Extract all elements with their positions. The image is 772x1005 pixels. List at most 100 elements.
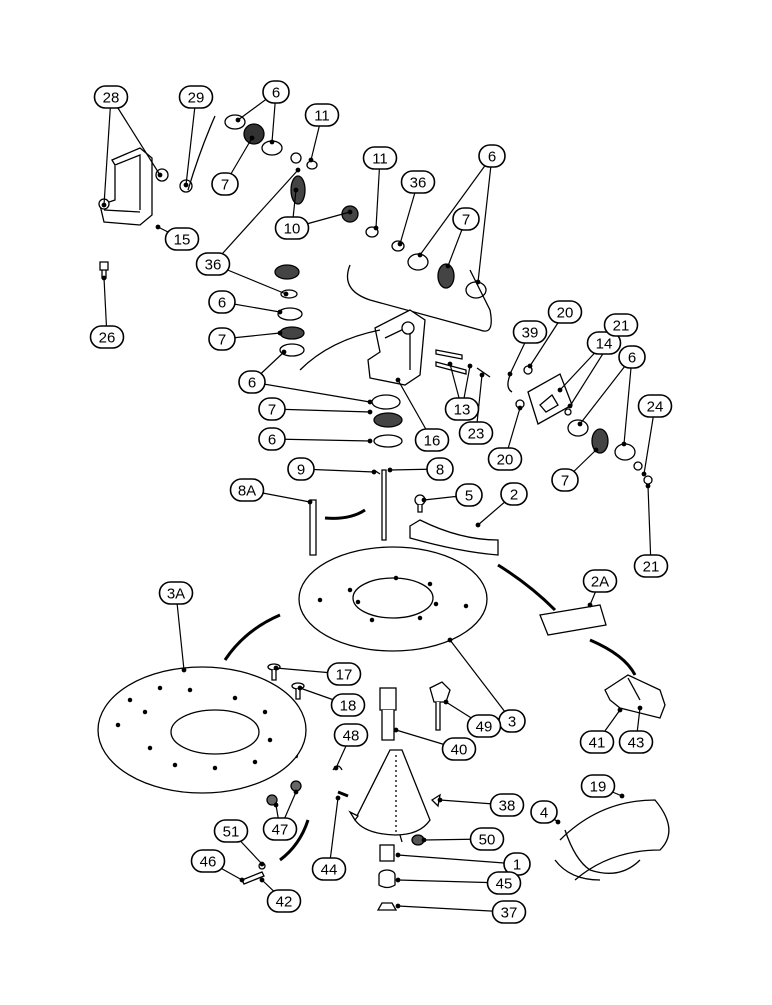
- callout-2a: 2A: [582, 569, 618, 593]
- callout-bubble: [158, 581, 194, 605]
- callout-bubble: [580, 774, 616, 798]
- callout-bubble: [229, 478, 265, 502]
- callout-7: 7: [258, 397, 286, 421]
- callout-bubble: [458, 421, 494, 445]
- callout-23: 23: [458, 421, 494, 445]
- callout-label: 42: [276, 894, 293, 911]
- callout-40: 40: [441, 737, 477, 761]
- callout-3a: 3A: [158, 581, 194, 605]
- leader-arrow: [447, 637, 453, 643]
- callout-label: 7: [462, 212, 470, 229]
- leader-arrow: [619, 793, 625, 799]
- leader-line: [185, 96, 197, 186]
- callout-bubble: [633, 554, 669, 578]
- callout-11: 11: [304, 103, 340, 127]
- callout-bubble: [89, 325, 125, 349]
- callout-47: 47: [262, 817, 298, 841]
- callout-bubble: [582, 569, 618, 593]
- bearing-set-top: [224, 114, 487, 299]
- leader-arrow: [443, 699, 449, 705]
- callout-label: 40: [451, 742, 468, 759]
- callout-label: 13: [454, 402, 471, 419]
- leader-arrow: [475, 522, 481, 528]
- leader-arrow: [249, 135, 255, 141]
- callout-bubble: [547, 300, 583, 324]
- callout-bubble: [195, 252, 231, 276]
- callout-6: 6: [262, 80, 290, 104]
- leader-arrow: [621, 441, 627, 447]
- callout-label: 6: [488, 149, 496, 166]
- callout-bubble: [452, 207, 480, 231]
- leader-arrow: [555, 819, 561, 825]
- callout-15: 15: [164, 227, 200, 251]
- leader-arrow: [371, 469, 377, 475]
- callout-label: 9: [297, 462, 305, 479]
- leader-arrow: [637, 705, 643, 711]
- leader-arrow: [617, 707, 623, 713]
- callout-bubble: [469, 827, 505, 851]
- callout-20: 20: [547, 300, 583, 324]
- leader-arrow: [183, 182, 189, 188]
- leader-arrow: [395, 852, 401, 858]
- callout-label: 50: [479, 832, 496, 849]
- callout-bubble: [586, 331, 622, 355]
- callout-38: 38: [489, 793, 525, 817]
- callout-bubble: [414, 428, 450, 452]
- callout-label: 43: [628, 735, 645, 752]
- callout-label: 8A: [238, 483, 256, 500]
- callout-label: 47: [272, 822, 289, 839]
- callout-label: 7: [561, 473, 569, 490]
- leader-line: [397, 854, 518, 865]
- callout-26: 26: [89, 325, 125, 349]
- leader-arrow: [295, 167, 301, 173]
- leader-arrow: [293, 789, 299, 795]
- callout-bubble: [326, 662, 362, 686]
- callout-29: 29: [178, 85, 214, 109]
- pin-49: [429, 681, 451, 731]
- leader-arrow: [293, 187, 299, 193]
- callout-9: 9: [287, 457, 315, 481]
- callout-19: 19: [580, 774, 616, 798]
- callout-13: 13: [444, 397, 480, 421]
- blade-holder-47: [604, 674, 666, 719]
- callout-bubble: [603, 313, 639, 337]
- callout-bubble: [486, 871, 522, 895]
- callout-bubble: [304, 103, 340, 127]
- callout-bubble: [426, 457, 454, 481]
- leader-line: [623, 356, 633, 445]
- leader-arrow: [101, 275, 107, 281]
- leader-line: [647, 485, 652, 567]
- callout-label: 29: [188, 90, 205, 107]
- leader-arrow: [281, 349, 287, 355]
- leader-arrow: [445, 263, 451, 269]
- leader-arrow: [395, 903, 401, 909]
- callout-bubble: [258, 397, 286, 421]
- leader-arrow: [577, 421, 583, 427]
- leader-arrow: [157, 172, 163, 178]
- leader-line: [103, 96, 112, 206]
- callout-label: 17: [336, 667, 353, 684]
- leader-arrow: [283, 291, 289, 297]
- leader-line: [579, 356, 633, 425]
- leader-arrow: [557, 387, 563, 393]
- callout-46: 46: [190, 849, 226, 873]
- callout-bubble: [491, 900, 527, 924]
- callout-21: 21: [633, 554, 669, 578]
- callout-bubble: [362, 146, 398, 170]
- leader-arrow: [335, 795, 341, 801]
- callout-label: 7: [268, 402, 276, 419]
- callout-label: 45: [496, 876, 513, 893]
- callout-label: 11: [314, 108, 330, 125]
- callout-label: 6: [248, 375, 256, 392]
- callout-bubble: [618, 730, 654, 754]
- callout-label: 19: [590, 779, 607, 796]
- callout-label: 51: [223, 824, 240, 841]
- callout-6: 6: [208, 290, 236, 314]
- callout-2: 2: [500, 482, 528, 506]
- disc-3: [298, 546, 488, 652]
- callout-bubble: [441, 737, 477, 761]
- callout-bubble: [311, 857, 347, 881]
- callout-6: 6: [478, 144, 506, 168]
- callout-3: 3: [498, 709, 526, 733]
